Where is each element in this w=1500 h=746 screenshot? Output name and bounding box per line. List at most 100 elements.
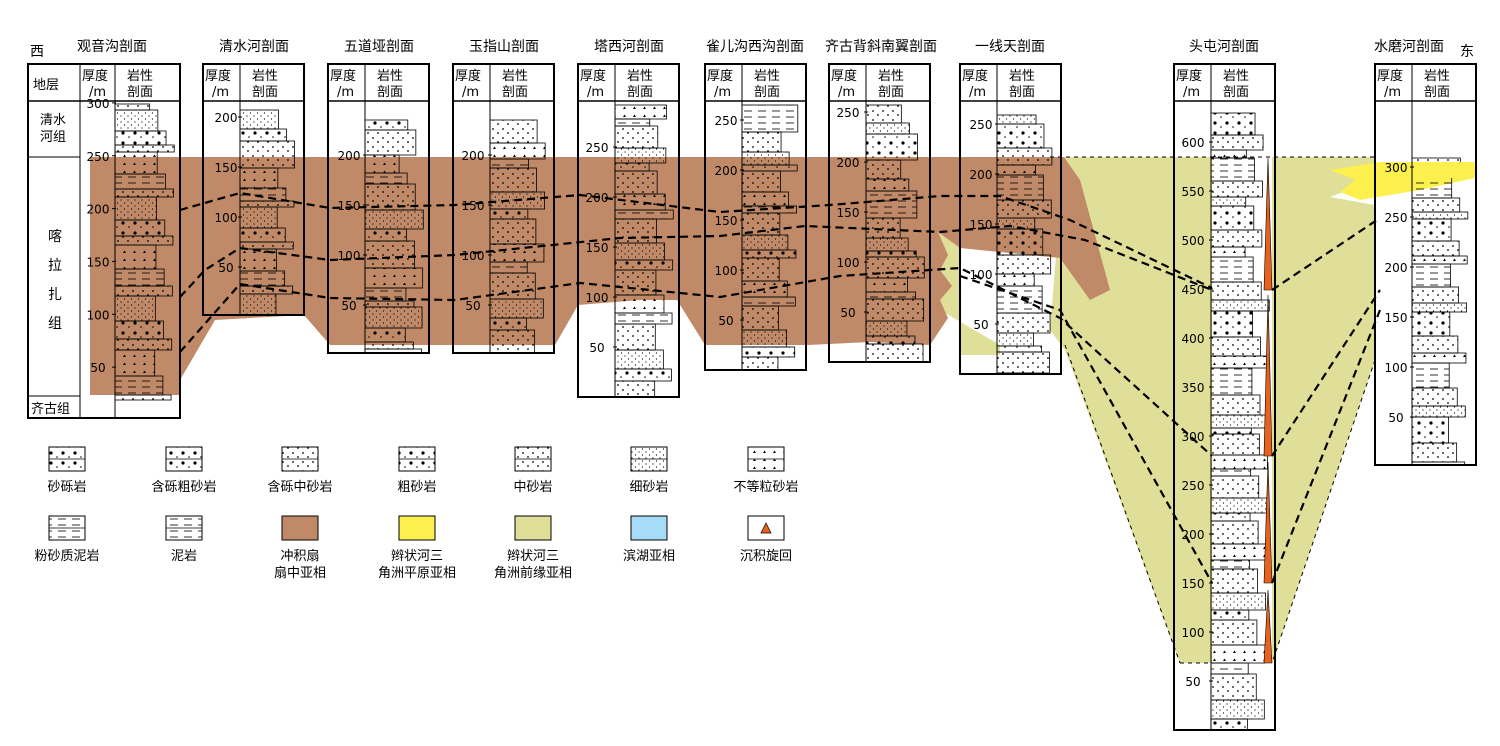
lithology-column	[741, 104, 799, 371]
thickness-unit: /m	[1384, 85, 1401, 100]
lithology-bed	[1210, 644, 1266, 664]
thickness-header: 厚度	[580, 68, 606, 84]
axis-tick-label: 150	[586, 241, 609, 255]
lithology-bed	[1210, 229, 1263, 248]
legend-label: 泥岩	[171, 549, 197, 564]
axis-tick-label: 50	[973, 318, 988, 332]
lithology-bed	[364, 300, 415, 308]
lithology-bed	[489, 243, 545, 263]
lithology-bed	[1210, 454, 1268, 470]
section-title: 雀儿沟西沟剖面	[706, 39, 804, 55]
lithology-bed	[741, 170, 781, 193]
lithology-bed	[1210, 592, 1266, 611]
lithology-bed	[865, 291, 916, 300]
lithology-bed	[741, 131, 782, 153]
thickness-header: 厚度	[831, 68, 857, 84]
formation-label: 齐古组	[31, 401, 70, 417]
formation-label: 河组	[40, 130, 66, 145]
lithology-bed	[489, 158, 529, 169]
lithology-header: 岩性	[377, 69, 403, 84]
lithology-bed	[741, 249, 797, 259]
lithology-bed	[996, 332, 1034, 347]
lithology-bed	[741, 305, 779, 331]
lithology-bed	[865, 104, 902, 124]
lithology-header: 剖面	[252, 85, 278, 100]
lithology-bed	[1210, 497, 1268, 514]
thickness-unit: /m	[714, 85, 731, 100]
lithology-bed	[489, 208, 529, 220]
legend-label: 辫状河三	[391, 549, 443, 564]
axis-tick-label: 150	[338, 199, 361, 213]
lithology-bed	[741, 151, 790, 166]
axis-tick-label: 150	[715, 214, 738, 228]
lithology-bed	[1210, 246, 1246, 258]
lithology-bed	[1411, 240, 1460, 257]
axis-tick-label: 600	[1182, 136, 1205, 150]
sedimentary-cycle-mark	[1263, 461, 1273, 584]
lithology-bed	[1411, 211, 1469, 220]
lithology-bed	[364, 209, 424, 230]
lithology-bed	[114, 295, 156, 322]
axis-tick-label: 150	[837, 206, 860, 220]
thickness-header: 厚度	[1377, 68, 1403, 84]
lithology-bed	[865, 178, 910, 192]
thickness-unit: /m	[1183, 85, 1200, 100]
legend-item-niyan: 泥岩	[165, 515, 203, 564]
alluvial-fan-swatch	[281, 515, 319, 541]
lithology-bed	[1210, 543, 1267, 561]
lithology-bed	[1210, 427, 1252, 435]
legend-item-budengli: 不等粒砂岩	[733, 446, 799, 495]
axis-tick-label: 200	[215, 111, 238, 125]
lithology-bed	[364, 341, 414, 350]
axis-tick-label: 150	[1182, 577, 1205, 591]
lithology-header: 剖面	[127, 85, 153, 100]
axis-tick-label: 150	[1385, 311, 1408, 325]
lithology-bed	[364, 172, 408, 185]
lithology-bed	[114, 103, 151, 111]
lithology-bed	[741, 329, 788, 348]
lithology-header: 岩性	[127, 69, 153, 84]
lithology-bed	[1210, 414, 1269, 429]
lithology-bed	[614, 209, 674, 220]
legend-label: 角洲前缘亚相	[494, 565, 572, 581]
lithology-bed	[996, 254, 1052, 275]
thickness-header: 厚度	[1176, 68, 1202, 84]
lithology-bed	[114, 349, 156, 377]
legend-item-zhongshayan: 中砂岩	[513, 446, 553, 495]
thickness-header: 厚度	[455, 68, 481, 84]
legend-item-hanlizhong: 含砾中砂岩	[267, 446, 333, 495]
lithology-bed	[1210, 355, 1270, 369]
lithology-bed	[1210, 699, 1265, 720]
axis-tick-label: 250	[970, 118, 993, 132]
legend-label: 冲积扇	[280, 548, 319, 564]
lithology-bed	[741, 234, 789, 251]
lithology-bed	[996, 114, 1037, 125]
lithology-header: 剖面	[502, 85, 528, 100]
lithology-bed	[489, 272, 536, 300]
axis-tick-label: 200	[462, 149, 485, 163]
lithology-bed	[1210, 718, 1248, 731]
formation-label: 组	[48, 316, 62, 332]
lithology-bed	[741, 104, 799, 133]
lithology-bed	[1411, 255, 1468, 265]
axis-tick-label: 200	[970, 168, 993, 182]
axis-tick-label: 100	[586, 291, 609, 305]
lithology-bed	[489, 218, 537, 245]
axis-tick-label: 50	[218, 261, 233, 275]
lithology-bed	[1210, 180, 1263, 198]
lithology-header: 剖面	[377, 85, 403, 100]
lithology-bed	[614, 218, 657, 244]
lithology-bed	[1210, 134, 1264, 151]
lithology-bed	[1210, 662, 1249, 675]
lithology-bed	[1210, 336, 1261, 357]
lithology-bed	[1411, 442, 1458, 463]
axis-tick-label: 350	[1182, 381, 1205, 395]
axis-tick-label: 50	[589, 341, 604, 355]
axis-tick-label: 50	[718, 314, 733, 328]
lithology-bed	[741, 346, 796, 358]
formation-label: 扎	[48, 287, 62, 303]
lithology-column	[1380, 157, 1475, 466]
